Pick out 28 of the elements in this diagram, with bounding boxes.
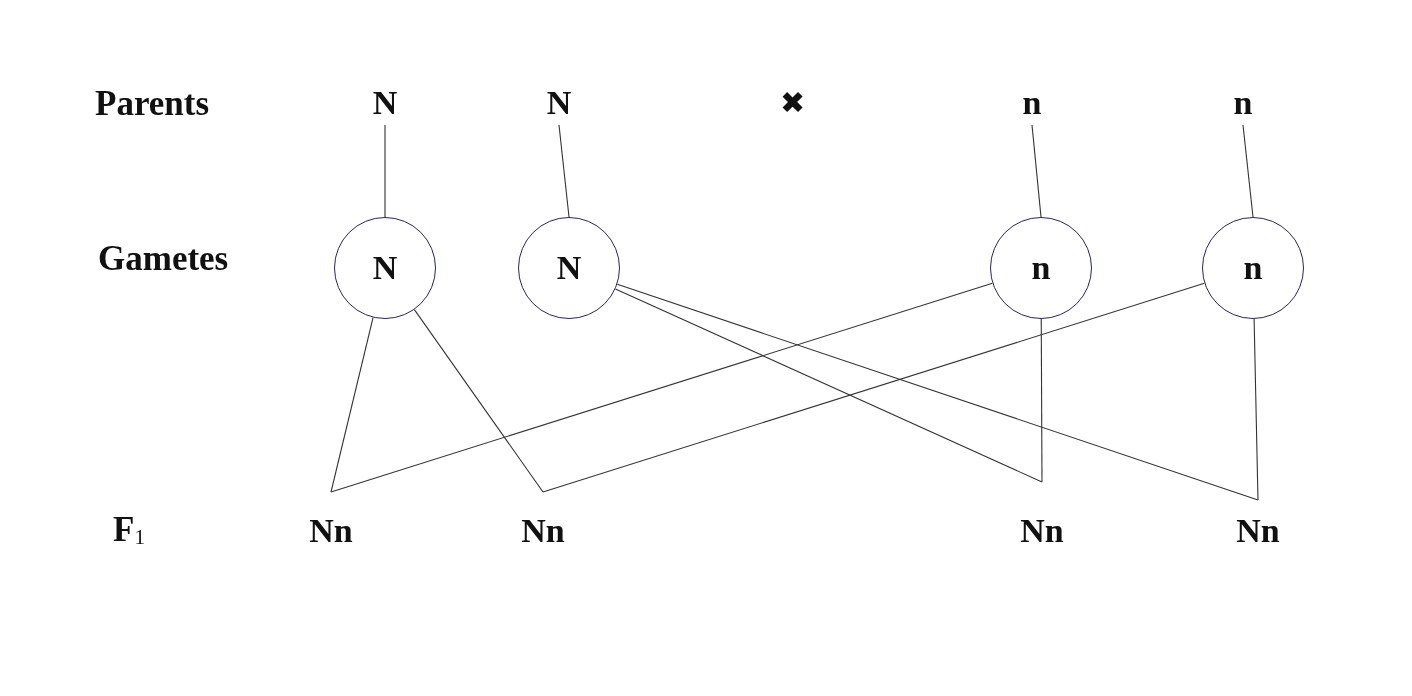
connector-line: [1031, 124, 1042, 218]
allele-text: N: [372, 251, 398, 285]
connector-line: [330, 317, 374, 493]
connector-line: [1242, 124, 1254, 218]
allele-text: n: [1243, 251, 1263, 285]
genotype-text: Nn: [521, 514, 565, 548]
connector-line: [330, 282, 993, 493]
allele-text: N: [556, 251, 582, 285]
genotype-text: Nn: [1236, 514, 1280, 548]
row-label: F$_{1}$: [113, 512, 145, 549]
connector-line: [614, 288, 1043, 483]
connector-line: [1040, 318, 1043, 483]
cross-symbol: ✖: [780, 88, 806, 118]
connector-line: [413, 309, 544, 493]
genotype-text: Nn: [309, 514, 353, 548]
row-label: Parents: [95, 86, 210, 121]
genotype-text: n: [1233, 86, 1253, 120]
connector-line: [558, 124, 570, 218]
genotype-text: N: [372, 86, 398, 120]
row-label: Gametes: [98, 241, 229, 276]
connector-line: [384, 124, 386, 218]
allele-text: n: [1031, 251, 1051, 285]
genotype-text: N: [546, 86, 572, 120]
genotype-text: n: [1022, 86, 1042, 120]
connector-line: [616, 283, 1259, 501]
connector-line: [542, 282, 1205, 493]
genotype-text: Nn: [1020, 514, 1064, 548]
connector-line: [1253, 318, 1259, 501]
